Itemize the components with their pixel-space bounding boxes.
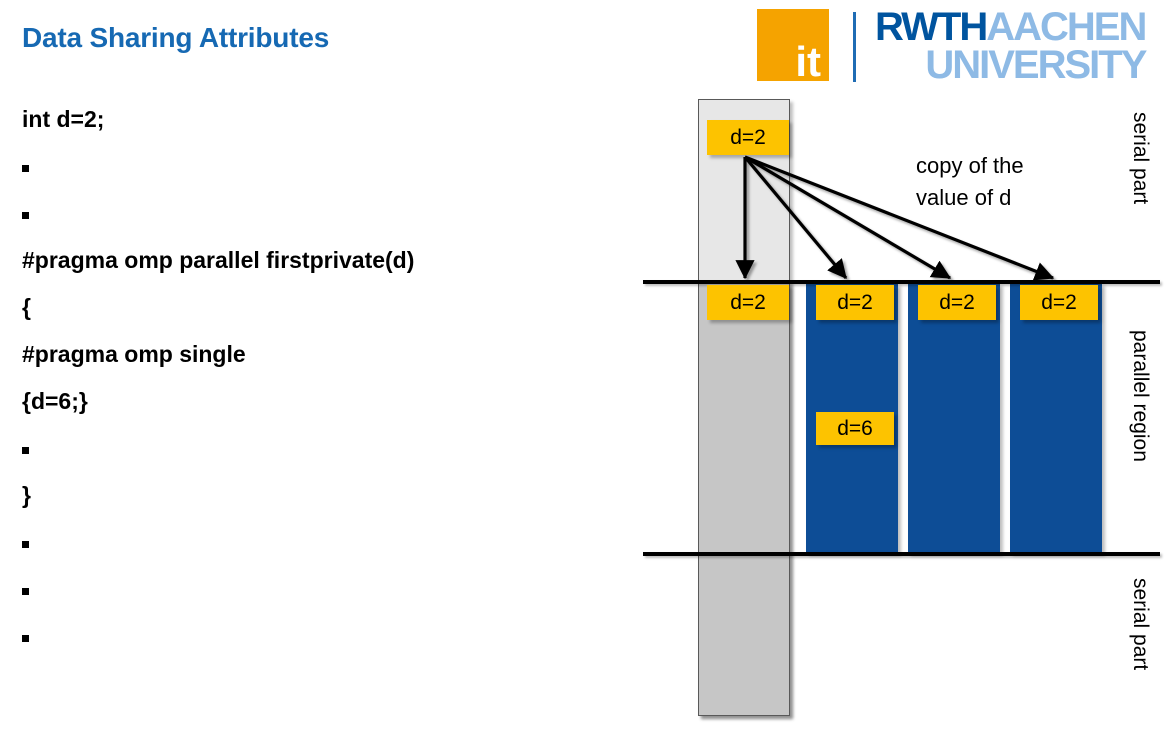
arrow-to-thread-2 [744,155,952,280]
bullet-square-icon [22,212,29,219]
master-thread-column-lower [698,282,790,716]
code-listing: int d=2; #pragma omp parallel firstpriva… [22,100,622,664]
code-line: int d=2; [22,106,105,132]
code-line: { [22,294,31,320]
copy-annotation-line1: copy of the [916,153,1024,178]
value-box-thread-3: d=2 [1020,285,1098,320]
arrow-to-thread-3 [744,155,1055,281]
code-bullet [22,429,622,476]
region-label-serial-bottom: serial part [1129,578,1152,671]
code-line: } [22,482,31,508]
it-logo-square-icon [757,9,829,81]
thread-bar-2 [908,283,1000,553]
code-bullet [22,194,622,241]
logo-aachen-text: AACHEN [986,5,1147,49]
code-bullet [22,523,622,570]
page-title: Data Sharing Attributes [22,22,330,53]
logo-divider [853,12,856,82]
rwth-aachen-logo: it RWTHAACHEN UNIVERSITY [757,5,1169,87]
region-label-serial-top: serial part [1129,112,1152,205]
code-line: #pragma omp single [22,341,246,367]
value-box-thread-2: d=2 [918,285,996,320]
parallel-region-end-line [643,552,1160,556]
logo-rwth-text: RWTH [875,5,988,49]
code-bullet [22,147,622,194]
bullet-square-icon [22,165,29,172]
copy-annotation-line2: value of d [916,185,1012,210]
value-box-single-update: d=6 [816,412,894,445]
bullet-square-icon [22,635,29,642]
thread-bar-3 [1010,283,1102,553]
it-logo-label: it [795,38,821,86]
logo-wordmark-line1: RWTHAACHEN [875,5,1147,49]
code-bullet [22,617,622,664]
value-box-thread-1: d=2 [816,285,894,320]
bullet-square-icon [22,447,29,454]
arrow-to-thread-1 [743,155,848,280]
value-box-master-parallel: d=2 [707,285,789,320]
value-box-master-serial: d=2 [707,120,789,155]
bullet-square-icon [22,588,29,595]
bullet-square-icon [22,541,29,548]
code-bullet [22,570,622,617]
parallel-region-start-line [643,280,1160,284]
region-label-parallel: parallel region [1129,330,1152,462]
code-line: #pragma omp parallel firstprivate(d) [22,247,415,273]
copy-annotation: copy of the value of d [916,150,1106,214]
logo-university-text: UNIVERSITY [925,43,1147,87]
code-line: {d=6;} [22,388,88,414]
logo-wordmark: RWTHAACHEN UNIVERSITY [875,5,1147,87]
